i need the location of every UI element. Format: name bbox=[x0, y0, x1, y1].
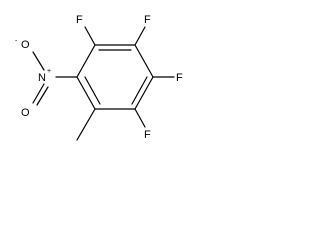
o-minus-charge: - bbox=[15, 38, 18, 45]
benzene-ring bbox=[76, 44, 154, 110]
bond-n-to-o-bottom-b bbox=[36, 86, 49, 106]
atom-nitro-o-bottom: O bbox=[21, 107, 30, 119]
bond-to-methyl bbox=[76, 108, 96, 141]
ring-bond-bottom-right-inner bbox=[131, 76, 148, 105]
n-plus-charge: + bbox=[47, 68, 51, 75]
atom-nitro-o-top: O bbox=[21, 39, 30, 51]
atom-f-right: F bbox=[176, 72, 183, 84]
ring-bond-top-right bbox=[134, 44, 154, 78]
chemical-structure-diagram: F F F F N + O - O bbox=[15, 14, 183, 141]
ring-bond-bottom-left-inner bbox=[84, 76, 101, 105]
bond-n-to-o-bottom-a bbox=[32, 83, 45, 104]
ring-bond-bottom-left bbox=[76, 76, 96, 110]
substituent-bonds bbox=[32, 26, 175, 141]
bond-to-f-top-right bbox=[134, 26, 146, 46]
ring-bond-top-left bbox=[76, 44, 96, 78]
bond-to-f-top-left bbox=[84, 26, 96, 46]
ring-bond-bottom-right bbox=[134, 76, 154, 110]
atom-nitro-n: N bbox=[38, 72, 46, 84]
atom-f-bottom-right: F bbox=[144, 129, 151, 141]
atom-f-top-left: F bbox=[76, 14, 83, 26]
atom-f-top-right: F bbox=[144, 14, 151, 26]
bond-n-to-o-top bbox=[32, 51, 45, 71]
bond-to-f-bottom-right bbox=[134, 108, 146, 128]
